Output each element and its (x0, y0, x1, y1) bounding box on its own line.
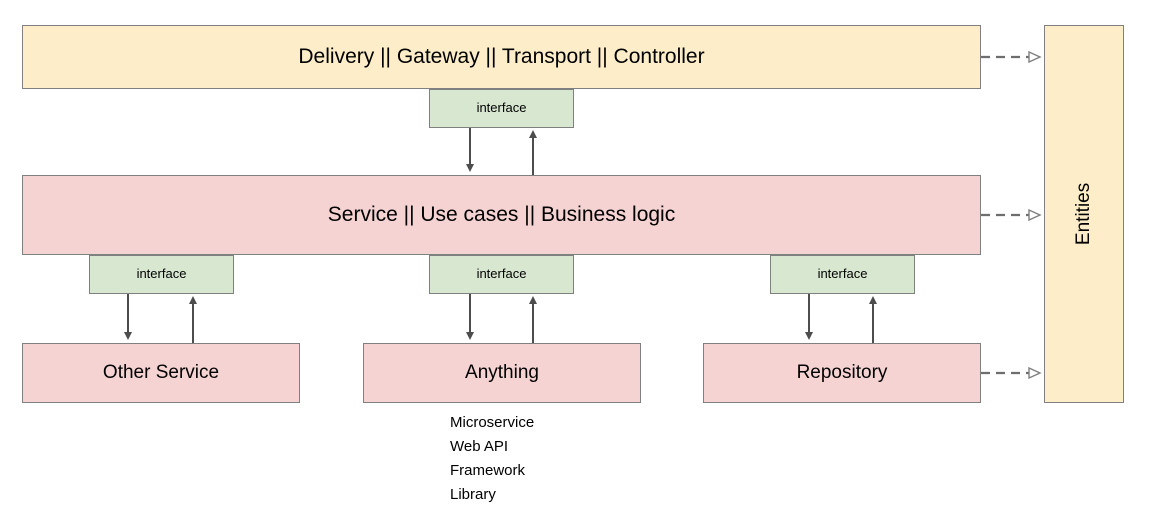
service-layer-label: Service || Use cases || Business logic (327, 202, 676, 226)
other-service-label: Other Service (102, 362, 220, 384)
repository-box[interactable]: Repository (703, 343, 981, 403)
interface-label-center: interface (476, 266, 527, 282)
entities-box[interactable]: Entities (1044, 25, 1124, 403)
anything-note-item: Microservice (450, 414, 535, 431)
delivery-layer-label: Delivery || Gateway || Transport || Cont… (298, 44, 705, 68)
entities-label-wrapper: Entities (1045, 26, 1123, 402)
anything-notes-list: Microservice Web API Framework Library (450, 411, 534, 507)
entities-label: Entities (1073, 182, 1095, 246)
other-service-box[interactable]: Other Service (22, 343, 300, 403)
interface-label-top: interface (476, 100, 527, 116)
anything-note-item: Framework (450, 462, 526, 479)
interface-box-center[interactable]: interface (429, 255, 574, 294)
interface-box-left[interactable]: interface (89, 255, 234, 294)
service-layer-box[interactable]: Service || Use cases || Business logic (22, 175, 981, 255)
anything-label: Anything (465, 362, 539, 384)
repository-label: Repository (796, 362, 888, 384)
anything-note-item: Web API (450, 438, 509, 455)
interface-label-right: interface (817, 266, 868, 282)
interface-box-right[interactable]: interface (770, 255, 915, 294)
anything-box[interactable]: Anything (363, 343, 641, 403)
interface-label-left: interface (136, 266, 187, 282)
interface-box-top[interactable]: interface (429, 89, 574, 128)
anything-note-item: Library (450, 486, 496, 503)
delivery-layer-box[interactable]: Delivery || Gateway || Transport || Cont… (22, 25, 981, 89)
